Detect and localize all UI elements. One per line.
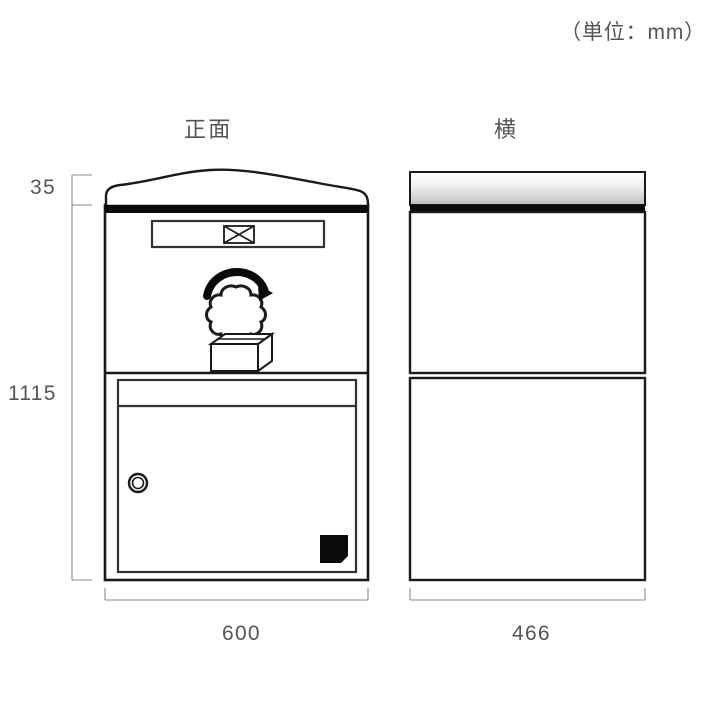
envelope-icon xyxy=(223,225,255,244)
side-view-group xyxy=(408,171,647,582)
front-black-trim-bar xyxy=(105,205,368,213)
curved-arrow-head xyxy=(258,285,273,301)
dimension-label-side-depth: 466 xyxy=(512,622,551,645)
view-label-side: 横 xyxy=(494,117,519,142)
lock-cylinder-icon xyxy=(127,472,149,494)
dimension-bracket-front-width xyxy=(104,588,369,601)
parcel-box-icon xyxy=(207,332,276,373)
dimension-bracket-lid-height xyxy=(71,174,92,206)
parcel-dial-pictogram xyxy=(203,267,276,373)
dimension-label-lid-height: 35 xyxy=(30,176,56,199)
side-lid-band xyxy=(409,171,646,206)
front-view-group xyxy=(103,168,370,582)
side-black-trim-bar xyxy=(410,205,645,213)
front-lower-door xyxy=(116,378,358,574)
side-upper-body-panel xyxy=(408,210,647,375)
unit-note-label: （単位：mm） xyxy=(560,21,706,44)
view-label-front: 正面 xyxy=(184,117,233,142)
curved-arrow-icon xyxy=(203,267,269,300)
side-lower-body-panel xyxy=(408,376,647,582)
front-lid-cap xyxy=(104,168,370,208)
dimension-bracket-body-height xyxy=(71,204,92,581)
dimension-label-front-width: 600 xyxy=(222,622,261,645)
dimension-label-body-height: 1115 xyxy=(8,382,57,405)
dimension-bracket-side-depth xyxy=(409,588,646,601)
name-plate-icon xyxy=(320,535,348,563)
